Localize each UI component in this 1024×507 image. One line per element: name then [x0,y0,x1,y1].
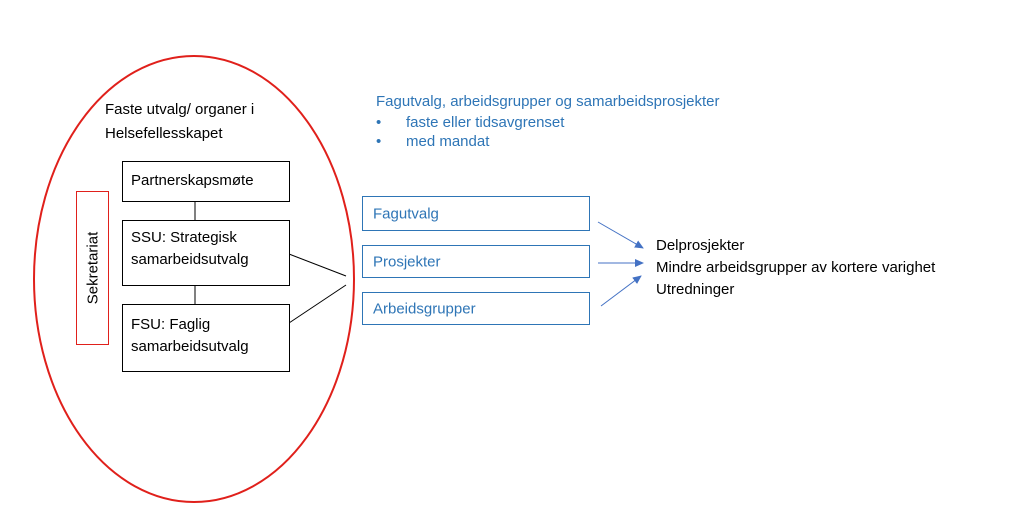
helsefellesskap-ellipse [33,55,355,503]
ellipse-title-line-2: Helsefellesskapet [105,125,223,142]
ssu-label-line-2: samarbeidsutvalg [131,251,249,268]
output-utredninger: Utredninger [656,281,735,298]
bullet-item-1: • faste eller tidsavgrenset [376,114,636,134]
arbeidsgrupper-box: Arbeidsgrupper [362,292,590,325]
fsu-label-line-2: samarbeidsutvalg [131,338,249,355]
fsu-label-line-1: FSU: Faglig [131,316,211,333]
arbeidsgrupper-label: Arbeidsgrupper [373,300,476,317]
fsu-box: FSU: Faglig samarbeidsutvalg [122,304,290,372]
arrow-fagutvalg [597,221,644,249]
sekretariat-box: Sekretariat [76,191,109,345]
bullet-dot-1: • [376,114,382,131]
ellipse-title: Faste utvalg/ organer i Helsefellesskape… [105,98,254,146]
output-delprosjekter: Delprosjekter [656,237,745,254]
ssu-label-line-1: SSU: Strategisk [131,229,237,246]
sekretariat-label: Sekretariat [84,231,101,305]
bullet-item-2: • med mandat [376,133,636,153]
output-arbeidsgrupper: Mindre arbeidsgrupper av kortere varighe… [656,259,936,276]
fagutvalg-label: Fagutvalg [373,205,439,222]
partnerskap-label: Partnerskapsmøte [131,172,254,189]
bullet-dot-2: • [376,133,382,150]
ssu-box: SSU: Strategisk samarbeidsutvalg [122,220,290,286]
bullet-label-1: faste eller tidsavgrenset [406,114,565,131]
bullet-label-2: med mandat [406,133,490,150]
arrow-arbeidsgrupper [600,275,642,307]
partnerskap-box: Partnerskapsmøte [122,161,290,202]
groups-header: Fagutvalg, arbeidsgrupper og samarbeidsp… [376,93,720,110]
connector-fsu-junction [288,284,347,324]
prosjekter-box: Prosjekter [362,245,590,278]
outputs-list: Delprosjekter Mindre arbeidsgrupper av k… [656,235,935,301]
prosjekter-label: Prosjekter [373,253,441,270]
connector-ssu-junction [288,253,347,277]
fagutvalg-box: Fagutvalg [362,196,590,231]
ellipse-title-line-1: Faste utvalg/ organer i [105,101,255,118]
